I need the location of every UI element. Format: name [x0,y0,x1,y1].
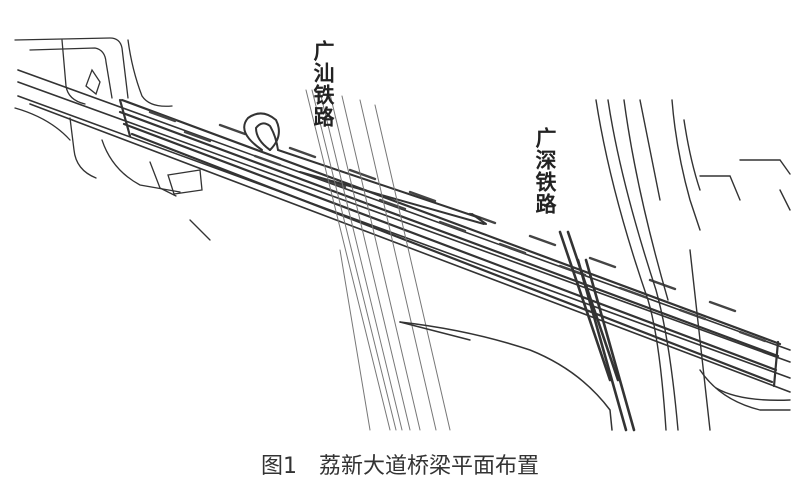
bridge-piers [148,110,767,343]
right-side-roads [595,99,791,431]
guangshen-railway-label: 广深铁路 [533,127,557,215]
figure-title: 荔新大道桥梁平面布置 [318,454,539,479]
bridge-deck [118,98,782,388]
guangshan-railway-label: 广汕铁路 [311,40,335,128]
figure-number: 图1 [260,454,297,479]
bridge-plan-drawing [14,37,791,432]
figure-caption: 图1 荔新大道桥梁平面布置 [0,448,800,480]
guangshen-railway-tracks [558,230,636,432]
lower-left-roads [14,107,211,241]
guangshan-railway-tracks [305,89,451,431]
middle-lower-road [399,321,613,431]
upper-left-road-edges [14,37,173,107]
main-road-boundaries [17,69,791,393]
